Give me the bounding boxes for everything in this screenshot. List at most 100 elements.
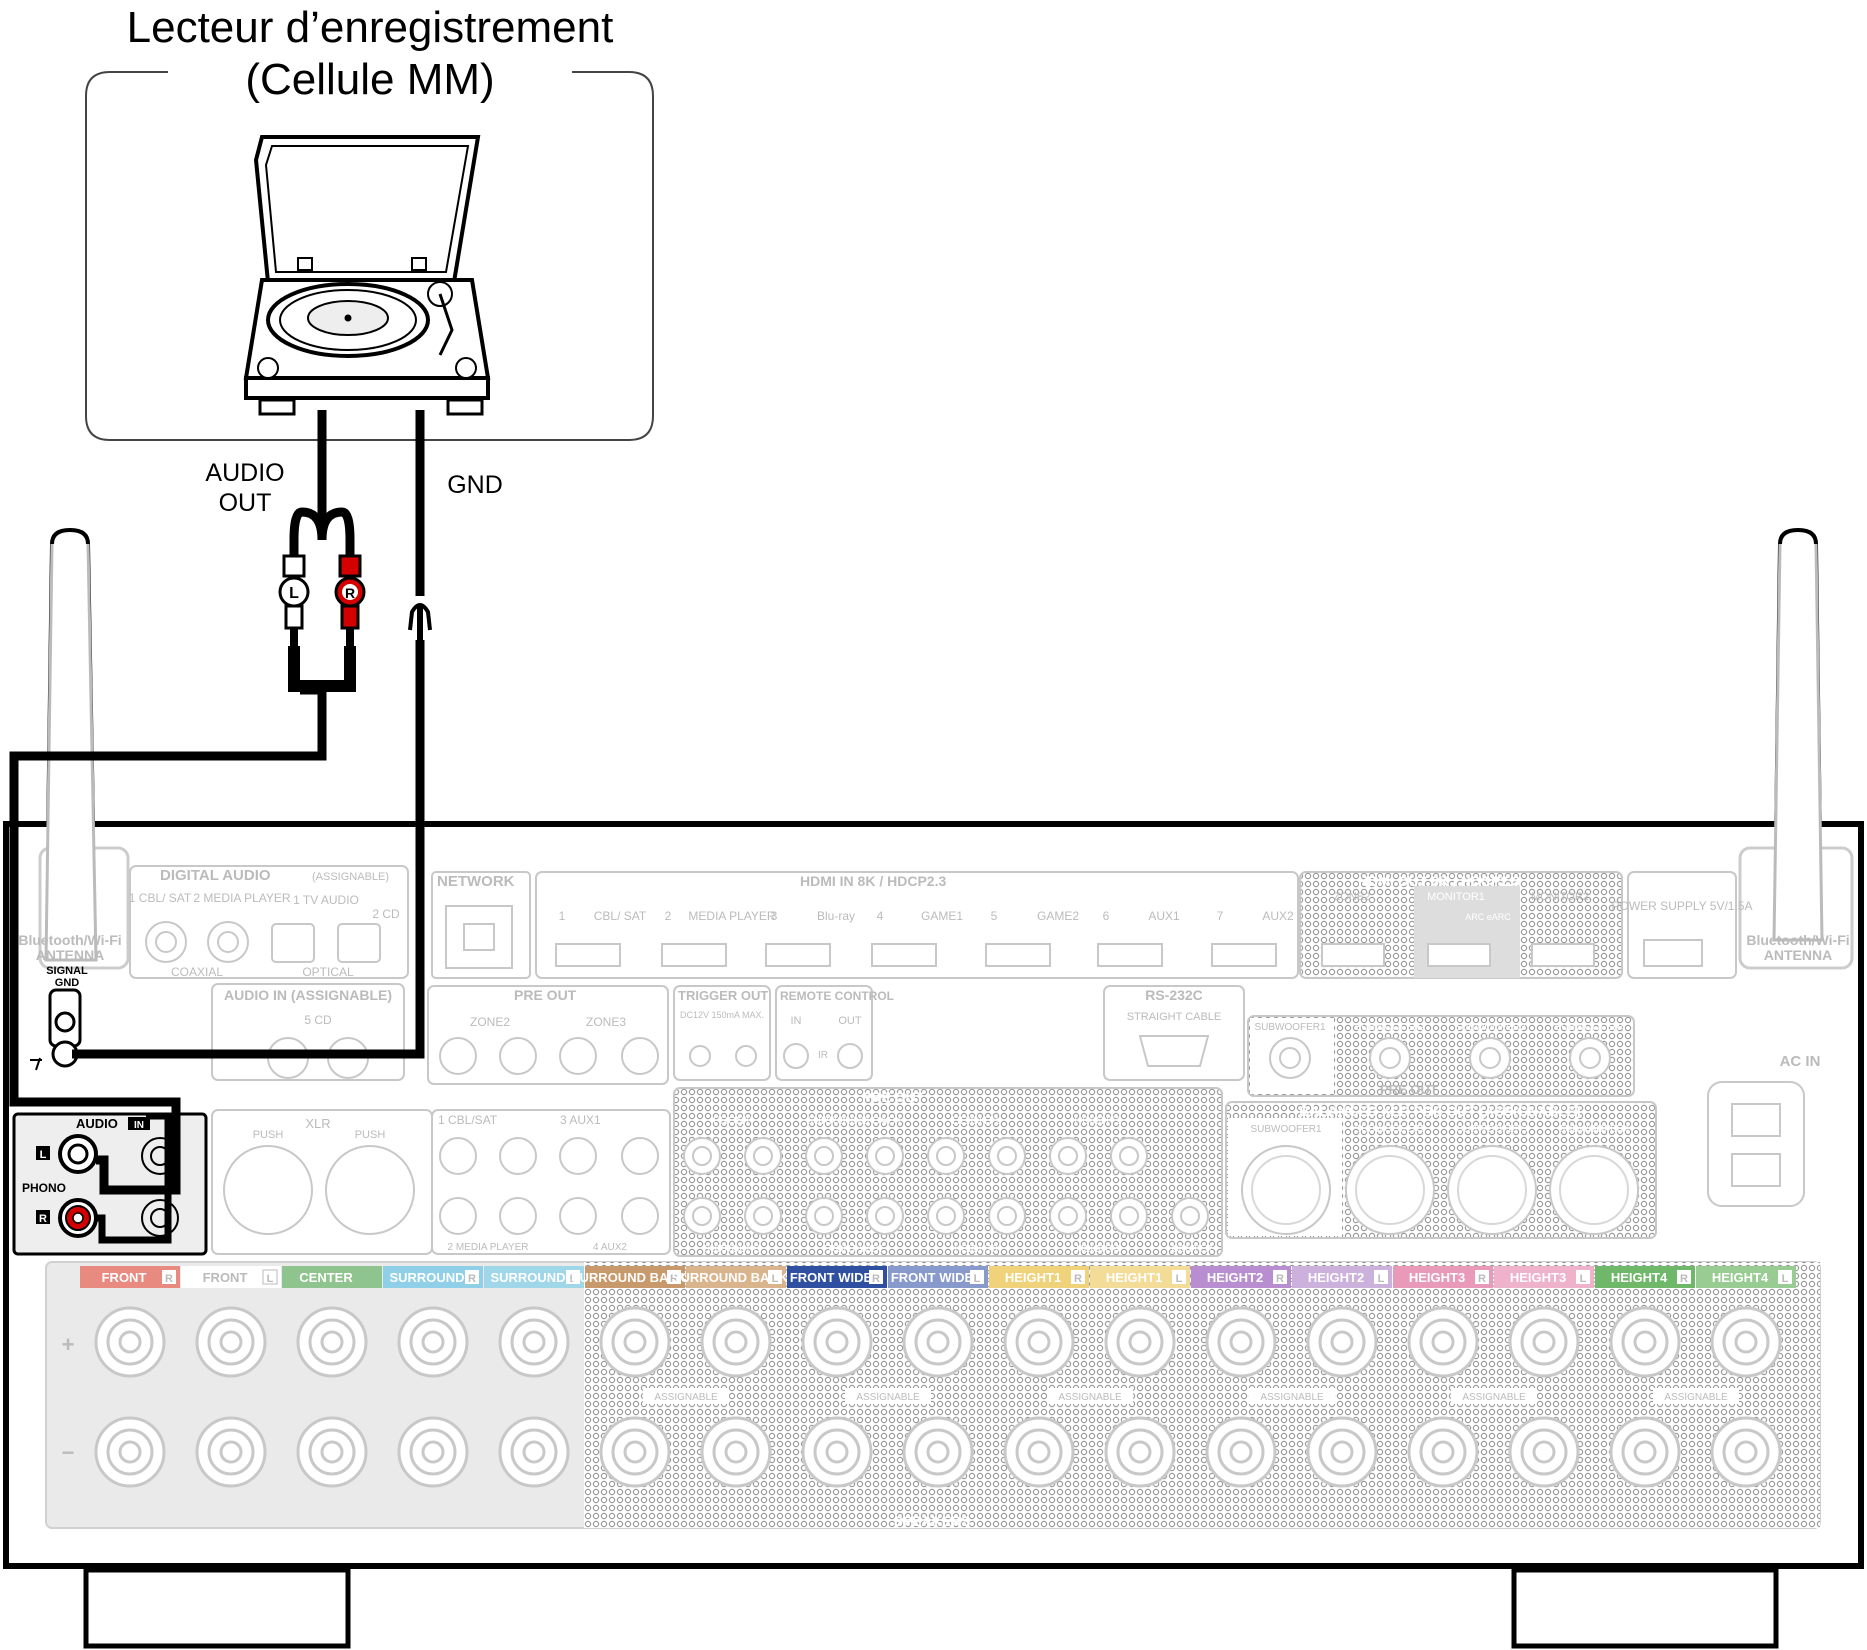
speaker-terminal-core xyxy=(320,1440,344,1464)
monitor2-label: MONITOR2 xyxy=(1531,891,1589,903)
speaker-terminal-core xyxy=(623,1440,647,1464)
speaker-channel-label: HEIGHT4 xyxy=(1712,1270,1769,1285)
speaker-channel-badge xyxy=(1475,1270,1489,1284)
speaker-channel-badge-label: R xyxy=(1276,1273,1284,1285)
speaker-terminal-core xyxy=(1128,1330,1152,1354)
hdmi-in-port-label: 7 xyxy=(1217,909,1224,923)
speaker-terminal-core xyxy=(1734,1330,1758,1354)
power-supply-label: POWER SUPPLY 5V/1.5A xyxy=(1612,899,1753,913)
subwoofer-jack xyxy=(1469,1037,1511,1079)
speaker-terminal-ring xyxy=(611,1318,659,1366)
phono-l-label: L xyxy=(40,1149,47,1161)
pre-out-jack-inner xyxy=(1058,1206,1078,1226)
speaker-label-bg xyxy=(585,1266,685,1288)
speaker-channel-badge xyxy=(768,1270,782,1284)
speaker-terminal-core xyxy=(320,1330,344,1354)
pre-grid-bottom-label: HEIGHT4 xyxy=(1076,1244,1120,1255)
speaker-label-bg xyxy=(1595,1266,1695,1288)
assignable-badge xyxy=(1451,1388,1537,1404)
trigger-panel xyxy=(673,985,771,1081)
speaker-terminal-core xyxy=(926,1330,950,1354)
foot-left xyxy=(83,1567,351,1649)
hdmi-in-port-label: 1 xyxy=(559,909,566,923)
speaker-channel-badge-label: R xyxy=(1074,1273,1082,1285)
speaker-channel-badge-label: L xyxy=(1378,1273,1385,1285)
speaker-label-bg xyxy=(181,1266,281,1288)
pre-out-jack xyxy=(927,1197,965,1235)
speaker-terminal-ring xyxy=(813,1428,861,1476)
rc-out-label: OUT xyxy=(838,1015,862,1027)
speaker-terminal-core xyxy=(926,1440,950,1464)
pre-out-jack-inner xyxy=(753,1206,773,1226)
hdmi-in-port-label: 4 xyxy=(877,909,884,923)
balanced-xlr-label: BALANCED XLR PRE OUT (ASSIGNABLE) xyxy=(1299,1103,1581,1119)
arc-label: ARC eARC xyxy=(1465,912,1511,922)
phono-r-jack[interactable] xyxy=(58,1198,98,1238)
subwoofer-jack xyxy=(1569,1037,1611,1079)
pre-out-jack xyxy=(1110,1137,1148,1175)
speaker-terminal-core xyxy=(1027,1440,1051,1464)
subwoofer-jack-inner xyxy=(1479,1047,1501,1069)
speaker-terminal-ring xyxy=(106,1428,154,1476)
speaker-channel-label: HEIGHT1 xyxy=(1106,1270,1162,1285)
speaker-terminal-core xyxy=(219,1330,243,1354)
signal-gnd-label-1: SIGNAL xyxy=(46,965,88,977)
speaker-channel-badge xyxy=(1677,1270,1691,1284)
speaker-channel-badge-label: L xyxy=(1176,1273,1183,1285)
xlr-jack-inner xyxy=(1559,1155,1629,1225)
speaker-label-bg xyxy=(686,1266,786,1288)
xlr-jack xyxy=(1447,1145,1537,1235)
power-supply-panel xyxy=(1627,871,1737,979)
pre-grid-bottom-label: CENTER xyxy=(1171,1244,1212,1255)
speaker-channel-label: HEIGHT3 xyxy=(1409,1270,1465,1285)
zone2-hdmi-label: ZONE2 xyxy=(1334,891,1371,903)
speaker-channel-label: FRONT WIDE xyxy=(891,1270,974,1285)
speaker-channel-label: HEIGHT4 xyxy=(1611,1270,1668,1285)
pre-out-jack xyxy=(927,1137,965,1175)
hdmi-in-port-label: AUX2 xyxy=(1262,909,1294,923)
speaker-terminal-ring xyxy=(308,1318,356,1366)
phono-l-jack[interactable] xyxy=(58,1134,98,1174)
speaker-terminal-core xyxy=(1431,1440,1455,1464)
hdmi-in-port-label: Blu-ray xyxy=(817,909,855,923)
speaker-terminal-ring xyxy=(1621,1428,1669,1476)
pre-out-jack-inner xyxy=(1058,1146,1078,1166)
speaker-channel-badge xyxy=(262,1269,278,1285)
xlr-jack-inner xyxy=(1251,1155,1321,1225)
speaker-label-bg xyxy=(989,1266,1089,1288)
speaker-terminal-ring xyxy=(207,1428,255,1476)
pre-out-jack xyxy=(1171,1197,1209,1235)
media-player-label: 2 MEDIA PLAYER xyxy=(193,891,290,905)
pre-out-jack xyxy=(805,1137,843,1175)
hdmi-in-port-label: MEDIA PLAYER xyxy=(688,909,775,923)
speaker-terminal-ring xyxy=(1318,1318,1366,1366)
pre-out-jack-inner xyxy=(814,1206,834,1226)
speaker-channel-badge-label: R xyxy=(165,1273,173,1285)
speaker-terminal-core xyxy=(118,1330,142,1354)
rs232c-panel xyxy=(1103,985,1245,1081)
hdmi-in-port-label: GAME2 xyxy=(1037,909,1079,923)
digital-audio-label: DIGITAL AUDIO xyxy=(160,867,271,884)
xlr-subwoofer-label: SUBWOOFER1 xyxy=(1250,1124,1322,1135)
speaker-channel-badge xyxy=(970,1270,984,1284)
pre-out-jack xyxy=(1049,1137,1087,1175)
hdmi-in-label: HDMI IN 8K / HDCP2.3 xyxy=(800,873,946,889)
speaker-terminal-core xyxy=(522,1440,546,1464)
speaker-label-bg xyxy=(888,1266,988,1288)
pre-out-jack xyxy=(744,1197,782,1235)
speaker-terminal-core xyxy=(1330,1440,1354,1464)
assignable-label: ASSIGNABLE xyxy=(856,1392,920,1403)
speaker-terminal-core xyxy=(1229,1330,1253,1354)
speaker-channel-label: HEIGHT2 xyxy=(1207,1270,1263,1285)
speaker-terminal-ring xyxy=(1217,1428,1265,1476)
cbl-sat-label: 1 CBL/ SAT xyxy=(129,891,192,905)
speaker-terminal-core xyxy=(522,1330,546,1354)
speaker-terminal-ring xyxy=(1318,1428,1366,1476)
speaker-terminal-core xyxy=(724,1440,748,1464)
speaker-channel-label: FRONT WIDE xyxy=(790,1270,873,1285)
pre-out-jack-inner xyxy=(753,1146,773,1166)
device-title-line1: Lecteur d’enregistrement xyxy=(126,3,614,52)
